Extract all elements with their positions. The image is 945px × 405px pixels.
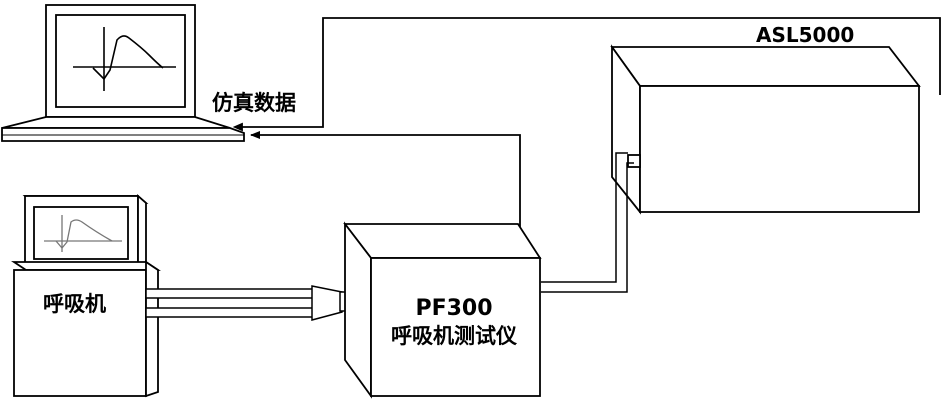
laptop-screen bbox=[55, 14, 186, 108]
asl5000-label: ASL5000 bbox=[756, 23, 854, 47]
pf300-name-label: 呼吸机测试仪 bbox=[391, 324, 518, 348]
ventilator-monitor-side bbox=[137, 194, 147, 269]
laptop bbox=[1, 4, 245, 142]
pf300-device bbox=[343, 221, 542, 399]
pf300-to-laptop-line bbox=[250, 131, 521, 228]
pf300-model-label: PF300 bbox=[415, 296, 492, 321]
tube-pf300-asl5000 bbox=[541, 152, 634, 293]
breathing-tubes bbox=[145, 285, 371, 321]
ventilator-body-front bbox=[13, 269, 147, 397]
pf300-front-face bbox=[370, 257, 541, 397]
y-connector bbox=[311, 285, 343, 321]
asl5000-front-face bbox=[639, 85, 920, 213]
ventilator-device bbox=[11, 194, 161, 398]
asl-to-laptop-arrowhead bbox=[232, 122, 243, 132]
laptop-waveform bbox=[73, 27, 176, 91]
asl5000-top-face bbox=[610, 46, 921, 87]
pf300-top-face bbox=[343, 223, 542, 259]
breathing-tube-lower bbox=[145, 307, 315, 318]
ventilator-label: 呼吸机 bbox=[43, 292, 106, 316]
breathing-tube-upper bbox=[145, 288, 315, 299]
ventilator-body-top bbox=[11, 261, 161, 271]
ventilator-waveform bbox=[44, 215, 122, 252]
ventilator-body-side bbox=[145, 260, 159, 398]
asl-to-laptop-line bbox=[235, 17, 941, 128]
connection-lines bbox=[232, 17, 941, 228]
ventilator-screen bbox=[33, 206, 129, 260]
asl5000-port bbox=[627, 154, 641, 168]
sim-data-label: 仿真数据 bbox=[212, 91, 296, 115]
asl5000-device bbox=[610, 44, 921, 215]
laptop-keyboard bbox=[1, 116, 231, 129]
